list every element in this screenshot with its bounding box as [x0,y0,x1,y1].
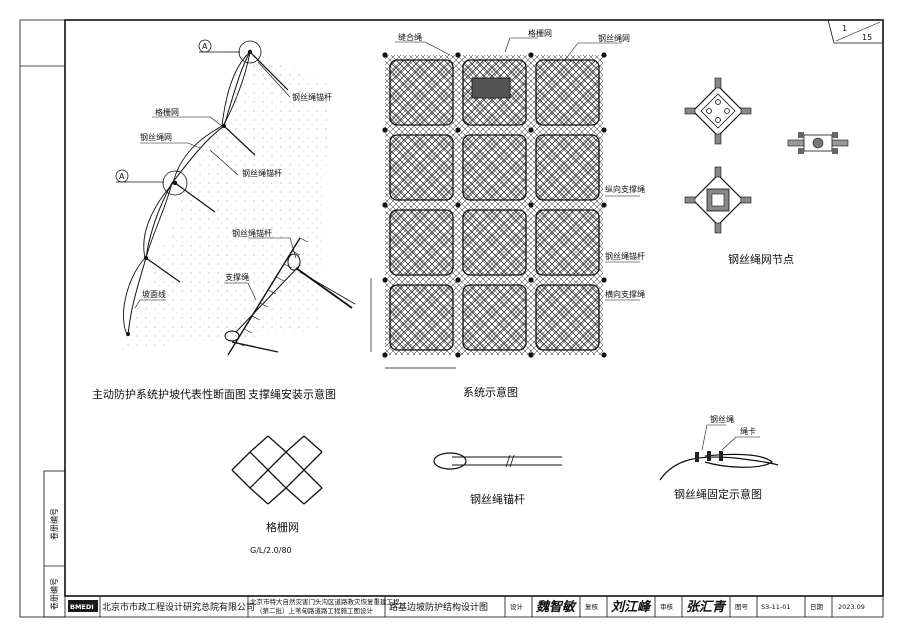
label-slope-line: 坡面线 [142,289,166,299]
label-horizontal-support: 横向支撑绳 [605,289,645,299]
rope-net-panel [389,134,454,201]
label-vertical-support: 纵向支撑绳 [605,184,645,194]
anchor-node [382,127,388,133]
anchor-node [601,277,607,283]
rope-net-panel [535,209,600,276]
anchor-node [455,127,461,133]
rope-net-panel [462,209,527,276]
sheet-number: 1 [842,24,847,33]
rope-net-panel [535,134,600,201]
company-logo-text: BMEDI [70,603,94,611]
grating-mesh-drawing: 格栅网 G/L/2.0/80 [231,435,323,555]
side-label-top: 卷册编号 [49,508,59,540]
label-anchor-mid: 钢丝绳锚杆 [242,168,282,178]
label-system-anchor: 钢丝绳锚杆 [605,251,645,261]
date-label: 日期 [810,603,824,611]
drawing-no-label: 图号 [735,603,749,611]
review-signature: 刘江峰 [611,599,652,615]
section-marker-a-top: A [202,42,208,51]
anchor-node [601,352,607,358]
caption-wire-rope-anchor: 钢丝绳锚杆 [470,492,525,506]
anchor-node [455,52,461,58]
design-label: 设计 [510,602,524,611]
label-rope-net: 钢丝绳网 [140,132,172,142]
project-line-2: （第二批）上苇甸路道路工程施工图设计 [256,606,374,615]
anchor-node [382,52,388,58]
support-rope-drawing: 钢丝绳锚杆 支撑绳 支撑绳安装示意图 [224,228,356,401]
anchor-node [455,202,461,208]
anchor-node [528,277,534,283]
anchor-node [382,277,388,283]
rope-net-panel [462,134,527,201]
rope-net-panel [389,284,454,351]
anchor-node [455,352,461,358]
label-mesh: 格栅网 [155,107,179,117]
label-fix-rope: 钢丝绳 [710,414,734,424]
sheet-number-box: 1 15 [827,19,883,44]
anchor-node [528,127,534,133]
label-system-rope-net: 钢丝绳网 [598,33,630,43]
drawing-title: 路基边坡防护结构设计图 [389,601,488,613]
design-signature: 魏智敏 [535,599,577,615]
project-line-1: 北京市特大自然灾害门头沟区道路救灾恢复重建工程 [250,597,400,606]
rope-net-panel [389,209,454,276]
anchor-node [601,52,607,58]
caption-grating-mesh: 格栅网 [266,520,299,534]
label-anchor-top: 钢丝绳锚杆 [292,92,332,102]
anchor-node [601,127,607,133]
anchor-node [528,202,534,208]
rope-net-panel [389,59,454,126]
anchor-node [528,352,534,358]
label-seam-rope: 缝合绳 [398,32,422,42]
caption-rope-net-node: 钢丝绳网节点 [728,252,794,266]
anchor-node [382,352,388,358]
anchor-node [382,202,388,208]
label-system-mesh: 格栅网 [528,28,552,38]
approve-label: 审核 [660,602,674,611]
slope-section-drawing: A A 钢丝绳锚杆 格栅网 钢丝绳网 钢丝绳锚杆 坡面线 主动防护系统护坡代表性… [92,39,332,401]
sheet-total: 15 [862,33,872,42]
anchor-node [601,202,607,208]
anchor-node [528,52,534,58]
grating-mesh-spec: G/L/2.0/80 [250,546,292,555]
rope-net-panel [535,59,600,126]
side-label-column: 卷册编号 卷册编号 [43,470,66,618]
caption-rope-fixing: 钢丝绳固定示意图 [674,487,762,501]
drawing-no: S3-11-01 [761,603,791,611]
review-label: 复核 [585,602,599,611]
caption-slope-section: 主动防护系统护坡代表性断面图 [92,387,246,401]
label-fix-clip: 绳卡 [740,426,756,436]
title-block: BMEDI 北京市市政工程设计研究总院有限公司 北京市特大自然灾害门头沟区道路救… [65,595,883,617]
anchor-node [455,277,461,283]
caption-support-rope: 支撑绳安装示意图 [248,387,336,401]
company-name: 北京市市政工程设计研究总院有限公司 [102,601,255,613]
company-logo [68,600,98,612]
approve-signature: 张汇青 [686,599,727,615]
rope-net-panel [462,284,527,351]
wire-rope-anchor-drawing: 钢丝绳锚杆 [433,452,562,506]
rope-net-panel [535,284,600,351]
system-schematic: 缝合绳 格栅网 钢丝绳网 纵向支撑绳 钢丝绳锚杆 横向支撑绳 系统示意图 [370,28,645,399]
label-support-rope: 支撑绳 [225,272,249,282]
rope-fixing-drawing: 钢丝绳 绳卡 钢丝绳固定示意图 [659,414,779,501]
label-support-anchor: 钢丝绳锚杆 [232,228,272,238]
caption-system-schematic: 系统示意图 [463,385,518,399]
date-value: 2023.09 [838,603,865,611]
side-label-bottom: 卷册编号 [49,578,59,610]
rope-net-node-drawing: 钢丝绳网节点 [684,77,849,266]
section-marker-a-mid: A [119,172,125,181]
